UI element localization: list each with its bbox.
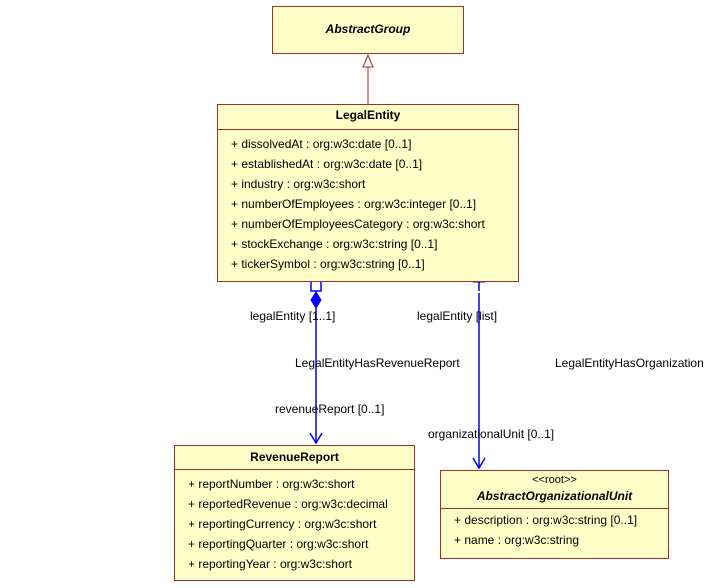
attribute: + tickerSymbol : org:w3c:string [0..1] bbox=[231, 257, 425, 271]
attribute-list: + description : org:w3c:string [0..1] + … bbox=[441, 509, 668, 552]
navigability-arrowhead bbox=[472, 457, 486, 470]
target-role-label: revenueReport [0..1] bbox=[275, 402, 385, 416]
navigability-arrowhead bbox=[309, 432, 323, 445]
attribute: + reportingYear : org:w3c:short bbox=[188, 557, 352, 571]
association-revenue-line[interactable] bbox=[309, 280, 323, 445]
source-role-label: legalEntity [1..1] bbox=[250, 309, 336, 323]
class-header: <<root>> AbstractOrganizationalUnit bbox=[441, 471, 668, 509]
attribute: + reportingCurrency : org:w3c:short bbox=[188, 517, 377, 531]
class-name: LegalEntity bbox=[335, 108, 401, 122]
attribute: + stockExchange : org:w3c:string [0..1] bbox=[231, 237, 438, 251]
attribute: + dissolvedAt : org:w3c:date [0..1] bbox=[231, 137, 412, 151]
attribute: + description : org:w3c:string [0..1] bbox=[454, 513, 638, 527]
aggregation-square-marker bbox=[310, 280, 322, 292]
class-abstract-group[interactable]: AbstractGroup bbox=[272, 6, 464, 54]
attribute: + name : org:w3c:string bbox=[454, 533, 580, 547]
class-header: RevenueReport bbox=[175, 446, 414, 470]
class-name: AbstractGroup bbox=[325, 22, 411, 36]
attribute-list: + dissolvedAt : org:w3c:date [0..1] + es… bbox=[218, 130, 518, 276]
class-legal-entity[interactable]: LegalEntity + dissolvedAt : org:w3c:date… bbox=[217, 104, 519, 282]
attribute: + numberOfEmployees : org:w3c:integer [0… bbox=[231, 197, 477, 211]
attribute: + reportingQuarter : org:w3c:short bbox=[188, 537, 369, 551]
source-role-label: legalEntity [list] bbox=[417, 309, 498, 323]
attribute: + reportedRevenue : org:w3c:decimal bbox=[188, 497, 388, 511]
attribute: + numberOfEmployeesCategory : org:w3c:sh… bbox=[231, 217, 485, 231]
class-abstract-organizational-unit[interactable]: <<root>> AbstractOrganizationalUnit + de… bbox=[440, 470, 669, 559]
stereotype-label: <<root>> bbox=[532, 474, 577, 486]
attribute: + reportNumber : org:w3c:short bbox=[188, 477, 355, 491]
class-name: RevenueReport bbox=[250, 450, 339, 464]
attribute: + establishedAt : org:w3c:date [0..1] bbox=[231, 157, 423, 171]
target-role-label: organizationalUnit [0..1] bbox=[428, 427, 555, 441]
class-name: AbstractOrganizationalUnit bbox=[476, 489, 633, 503]
attribute-list: + reportNumber : org:w3c:short + reporte… bbox=[175, 470, 414, 576]
association-name-label: LegalEntityHasRevenueReport bbox=[295, 356, 460, 370]
generalization-arrow bbox=[362, 53, 374, 104]
class-revenue-report[interactable]: RevenueReport + reportNumber : org:w3c:s… bbox=[174, 445, 415, 581]
composition-diamond-marker bbox=[310, 291, 322, 309]
association-name-label: LegalEntityHasOrganization bbox=[555, 356, 704, 370]
attribute: + industry : org:w3c:short bbox=[231, 177, 366, 191]
class-header: LegalEntity bbox=[218, 105, 518, 130]
